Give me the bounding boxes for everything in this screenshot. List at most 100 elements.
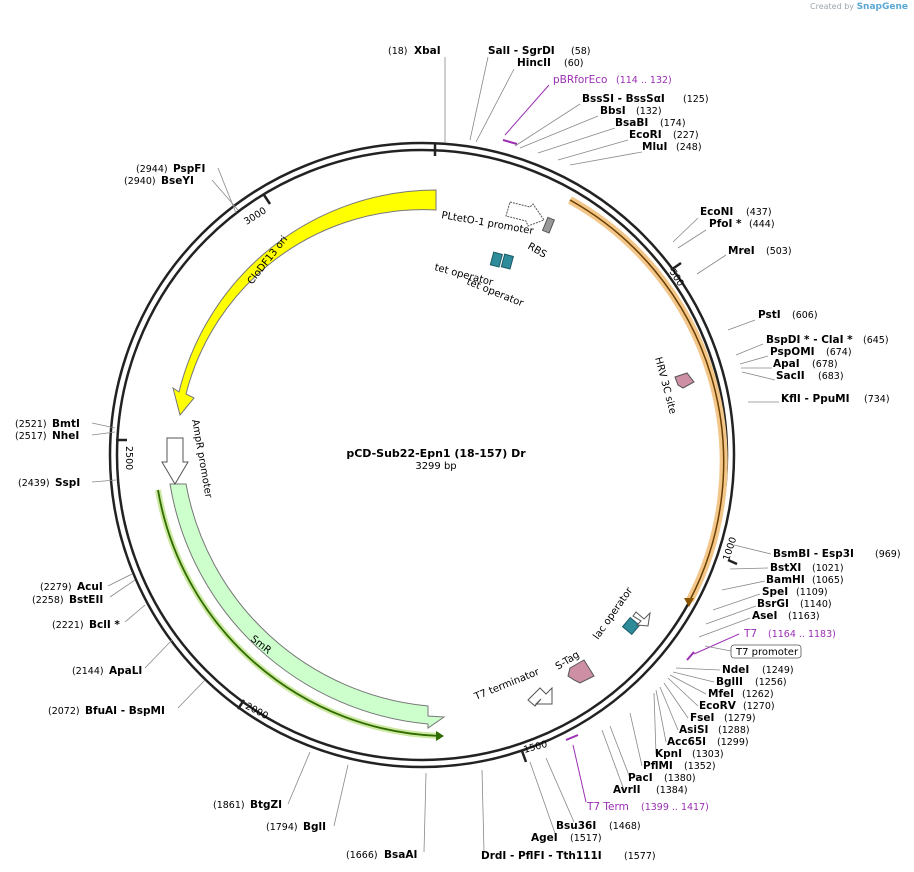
site-mfei-pos: (1262) [742,689,774,700]
site-spei-pos: (1109) [796,587,828,598]
site-asei-name: AseI [752,610,777,622]
hrv-3c-site-arrow [674,372,695,389]
site-mfei-name: MfeI [708,688,734,700]
site-bstxi-pos: (1021) [812,563,844,574]
site-bstxi-name: BstXI [770,562,801,574]
site-pfoi-pos: (444) [749,219,775,230]
pbr-primer-range: (114 .. 132) [616,75,672,86]
site-pspfi-pos: (2944) [136,164,168,175]
site-asisi-name: AsiSI [679,724,708,736]
brand-credit: Created by SnapGene [810,2,908,12]
pbr-primer-mark [502,139,518,145]
site-bsabi-pos: (174) [660,118,686,129]
site-acui-name: AcuI [77,581,103,593]
site-mrei-name: MreI [728,245,755,257]
site-bmti-name: BmtI [52,418,80,430]
t7-promoter-box [730,644,802,659]
tick-label-3000: 3000 [242,205,268,227]
hrv-3c-site-label: HRV 3C site [652,356,678,415]
site-kfli-name: KflI - PpuMI [781,393,850,405]
site-bsteii-pos: (2258) [32,595,64,606]
site-sacii-pos: (683) [818,371,844,382]
site-bspdi-pos: (645) [863,335,889,346]
site-bcli-name: BclI * [89,619,120,631]
site-psti-pos: (606) [792,310,818,321]
tick-label-1000: 1000 [721,536,739,562]
ampr-promoter-arrow [161,437,189,485]
site-xbai-name: XbaI [414,45,441,57]
site-mrei-pos: (503) [766,246,792,257]
site-sali-name: SalI - SgrDI [488,45,555,57]
site-acui-pos: (2279) [40,582,72,593]
site-bsssi-name: BssSI - BssSαI [582,93,665,105]
site-sacii-name: SacII [776,370,805,382]
t7term-primer-name: T7 Term [586,801,629,813]
site-asei-pos: (1163) [788,611,820,622]
site-bsaai-name: BsaAI [384,849,417,861]
site-ecorv-name: EcoRV [699,700,737,712]
t7term-primer-range: (1399 .. 1417) [641,802,709,813]
site-bmti-pos: (2521) [15,419,47,430]
site-bsrgi-pos: (1140) [800,599,832,610]
lac-operator-label: lac operator [591,585,635,642]
smr-arc-arrowhead [436,731,444,741]
site-ecori-name: EcoRI [629,129,662,141]
smr-arc-highlight [155,489,441,739]
site-sspi-name: SspI [55,477,80,489]
site-fsei-pos: (1279) [724,713,756,724]
site-ndei-name: NdeI [722,664,749,676]
plasmid-length: 3299 bp [415,461,456,472]
site-apai-name: ApaI [773,358,800,370]
site-bsmbi-name: BsmBI - Esp3I [773,548,854,560]
t7-primer-leader [693,633,740,655]
site-nhei-pos: (2517) [15,431,47,442]
site-bseyi-name: BseYI [161,175,194,187]
site-mlui-name: MluI [642,141,667,153]
cds-arc-arrowhead [684,598,694,607]
site-bfuai-name: BfuAI - BspMI [85,705,165,717]
site-asisi-pos: (1288) [718,725,750,736]
site-bsaai-pos: (1666) [346,850,378,861]
site-bcli-pos: (2221) [52,620,84,631]
s-tag-arrow [567,659,595,684]
clodf13-ori-label: CloDF13 ori [246,234,291,287]
site-avrii-pos: (1384) [656,785,688,796]
site-bglii-pos: (1256) [755,677,787,688]
smr-arrow [169,483,446,729]
t7-terminator-arrow [527,686,553,707]
site-paci-pos: (1380) [664,773,696,784]
site-bsu36i-pos: (1468) [609,821,641,832]
site-mlui-pos: (248) [676,142,702,153]
tick-marks [116,144,738,763]
site-fsei-name: FseI [690,712,714,724]
site-bsmbi-pos: (969) [875,549,901,560]
site-ecorv-pos: (1270) [743,701,775,712]
site-bsssi-pos: (125) [683,94,709,105]
smr-arc-line [157,489,441,737]
site-spei-name: SpeI [762,586,788,598]
tet-operator-2-box [500,253,514,270]
site-nhei-name: NheI [52,430,79,442]
site-econi-name: EcoNI [700,206,733,218]
rbs-box [541,216,555,234]
pbr-primer-name: pBRforEco [553,74,607,86]
site-btgzi-pos: (1861) [213,800,245,811]
site-hincii-pos: (60) [564,58,584,69]
site-bamhi-name: BamHI [766,574,805,586]
clodf13-ori-arrow [172,189,437,417]
site-bamhi-pos: (1065) [812,575,844,586]
t7-primer-mark [686,651,695,661]
snapgene-logo-icon: SnapGene [856,2,908,12]
site-bgli-name: BglI [303,821,326,833]
rbs-label: RBS [526,241,549,261]
site-leader-lines [91,56,779,853]
site-xbai-pos: (18) [388,46,408,57]
tet-operator-1-box [489,251,503,268]
site-pflmi-name: PflMI [643,760,673,772]
site-bspdi-name: BspDI * - ClaI * [766,334,853,346]
ampr-promoter-label: AmpR promoter [189,419,214,500]
site-apali-pos: (2144) [72,666,104,677]
site-bbsi-name: BbsI [600,105,626,117]
site-bsteii-name: BstEII [69,594,103,606]
pbr-primer-leader [504,84,550,136]
